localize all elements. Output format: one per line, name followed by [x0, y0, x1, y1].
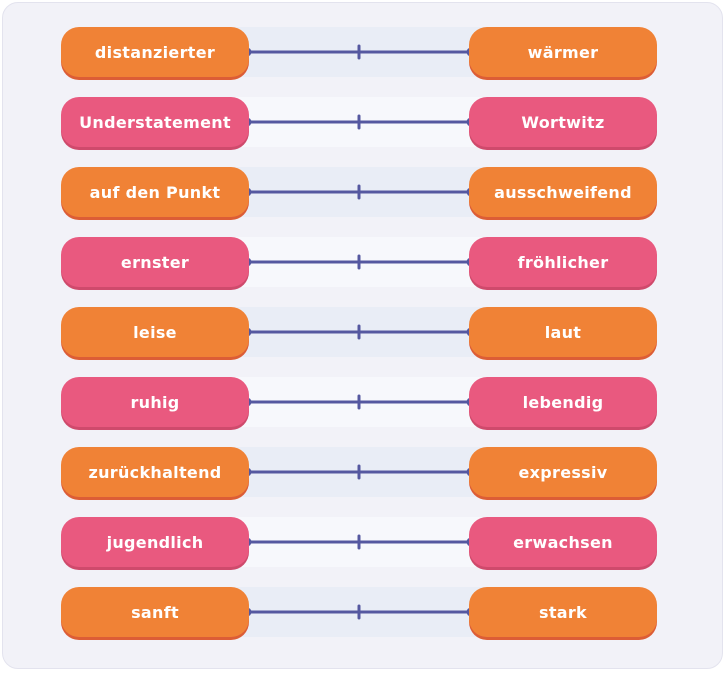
scale-row: sanft stark: [61, 587, 657, 641]
scale-right-label[interactable]: expressiv: [469, 447, 657, 497]
scale-right-label[interactable]: laut: [469, 307, 657, 357]
scale-left-label[interactable]: zurückhaltend: [61, 447, 249, 497]
scale-right-label[interactable]: stark: [469, 587, 657, 637]
scale-left-label[interactable]: auf den Punkt: [61, 167, 249, 217]
scale-row: ernster fröhlicher: [61, 237, 657, 291]
scale-row: ruhig lebendig: [61, 377, 657, 431]
scale-right-label[interactable]: Wortwitz: [469, 97, 657, 147]
scale-right-label[interactable]: lebendig: [469, 377, 657, 427]
scale-left-label[interactable]: distanzierter: [61, 27, 249, 77]
scale-row: jugendlich erwachsen: [61, 517, 657, 571]
scale-left-label[interactable]: Understatement: [61, 97, 249, 147]
scale-row: auf den Punkt ausschweifend: [61, 167, 657, 221]
scale-left-label[interactable]: ernster: [61, 237, 249, 287]
scale-right-label[interactable]: erwachsen: [469, 517, 657, 567]
scale-row: zurückhaltend expressiv: [61, 447, 657, 501]
scale-left-label[interactable]: jugendlich: [61, 517, 249, 567]
scale-row: Understatement Wortwitz: [61, 97, 657, 151]
scale-left-label[interactable]: sanft: [61, 587, 249, 637]
scale-right-label[interactable]: wärmer: [469, 27, 657, 77]
scale-row: leise laut: [61, 307, 657, 361]
scale-right-label[interactable]: fröhlicher: [469, 237, 657, 287]
scale-row: distanzierter wärmer: [61, 27, 657, 81]
scale-left-label[interactable]: leise: [61, 307, 249, 357]
scale-left-label[interactable]: ruhig: [61, 377, 249, 427]
scale-right-label[interactable]: ausschweifend: [469, 167, 657, 217]
